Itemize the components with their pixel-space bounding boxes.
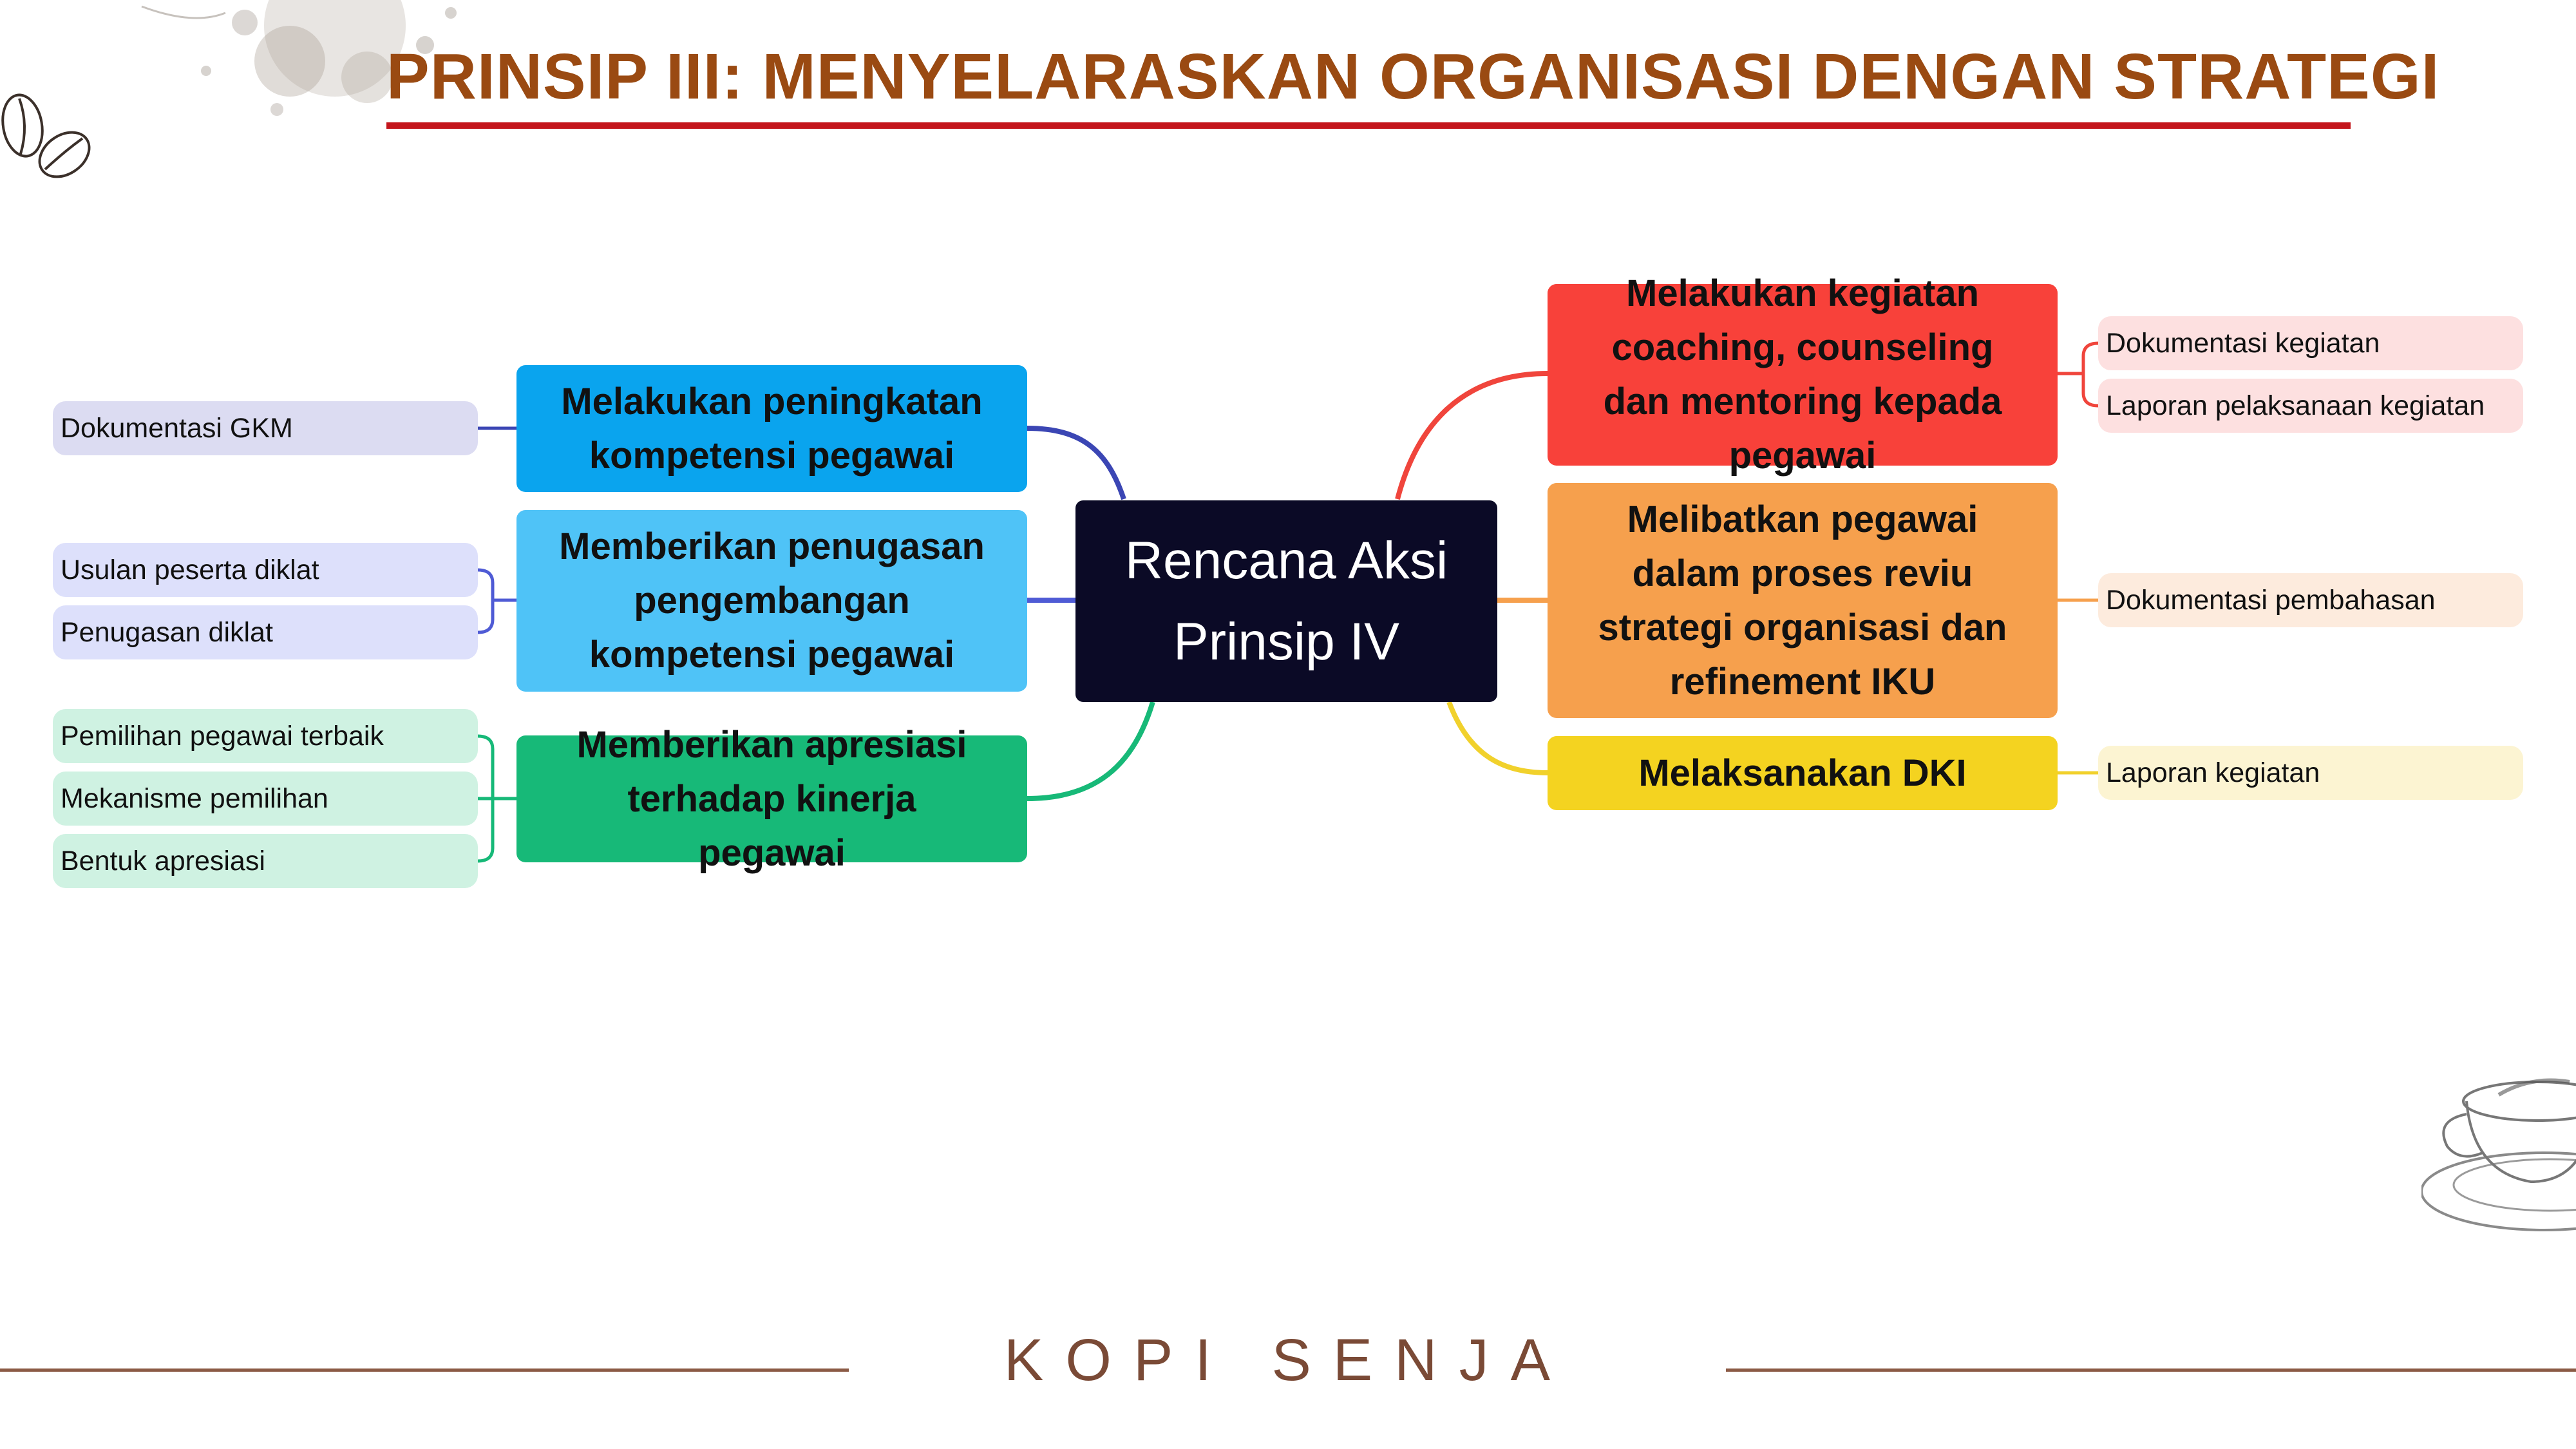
leaf-dokumentasi-kegiatan[interactable]: Dokumentasi kegiatan xyxy=(2098,316,2523,370)
center-node-line1: Rencana Aksi xyxy=(1124,531,1448,590)
leaf-penugasan-diklat[interactable]: Penugasan diklat xyxy=(53,605,478,659)
branch-right-3-label: Melaksanakan DKI xyxy=(1638,752,1967,794)
branch-right-1-label: Melakukan kegiatan coaching, counseling … xyxy=(1603,272,2002,477)
footer-brand: KOPI SENJA xyxy=(1004,1327,1572,1393)
branch-right-3[interactable]: Melaksanakan DKI xyxy=(1548,736,2058,810)
footer-rule-left xyxy=(0,1368,849,1372)
branch-right-1[interactable]: Melakukan kegiatan coaching, counseling … xyxy=(1548,272,2058,477)
branch-left-2-label: Memberikan penugasan pengembangan kompet… xyxy=(559,526,985,676)
connector-right-3 xyxy=(1446,701,1548,775)
leaf-bentuk-apresiasi[interactable]: Bentuk apresiasi xyxy=(53,834,478,888)
leaf-mekanisme-pemilihan[interactable]: Mekanisme pemilihan xyxy=(53,772,478,826)
branch-left-1[interactable]: Melakukan peningkatan kompetensi pegawai xyxy=(516,365,1027,492)
coffee-cup-icon xyxy=(2421,1078,2576,1231)
branch-left-1-label: Melakukan peningkatan kompetensi pegawai xyxy=(561,380,983,477)
connector-left-3 xyxy=(1027,701,1155,801)
leaf-laporan-pelaksanaan-kegiatan[interactable]: Laporan pelaksanaan kegiatan xyxy=(2098,379,2523,433)
connector-right-1 xyxy=(1395,371,1548,500)
coffee-stain-icon xyxy=(141,0,457,116)
center-node-line2: Prinsip IV xyxy=(1173,612,1399,671)
page-title: PRINSIP III: MENYELARASKAN ORGANISASI DE… xyxy=(386,41,2440,113)
branch-right-2[interactable]: Melibatkan pegawai dalam proses reviu st… xyxy=(1548,483,2058,718)
connector-leaf-apresiasi xyxy=(477,734,516,863)
branch-left-2[interactable]: Memberikan penugasan pengembangan kompet… xyxy=(516,510,1027,692)
branch-right-2-label: Melibatkan pegawai dalam proses reviu st… xyxy=(1598,498,2007,703)
branch-left-3[interactable]: Memberikan apresiasi terhadap kinerja pe… xyxy=(516,724,1027,874)
branch-left-3-label: Memberikan apresiasi terhadap kinerja pe… xyxy=(576,723,967,874)
connector-left-1 xyxy=(1027,426,1126,500)
center-node[interactable]: Rencana Aksi Prinsip IV xyxy=(1075,500,1497,702)
leaf-usulan-peserta-diklat[interactable]: Usulan peserta diklat xyxy=(53,543,478,597)
leaf-laporan-kegiatan[interactable]: Laporan kegiatan xyxy=(2098,746,2523,800)
connector-leaf-coaching xyxy=(2058,341,2099,408)
footer-rule-right xyxy=(1726,1368,2576,1372)
leaf-dokumentasi-gkm[interactable]: Dokumentasi GKM xyxy=(53,401,478,455)
title-underline xyxy=(386,122,2351,129)
leaf-pemilihan-pegawai-terbaik[interactable]: Pemilihan pegawai terbaik xyxy=(53,709,478,763)
leaf-dokumentasi-pembahasan[interactable]: Dokumentasi pembahasan xyxy=(2098,573,2523,627)
coffee-beans-icon xyxy=(1,93,91,178)
connector-leaf-diklat xyxy=(477,568,516,634)
